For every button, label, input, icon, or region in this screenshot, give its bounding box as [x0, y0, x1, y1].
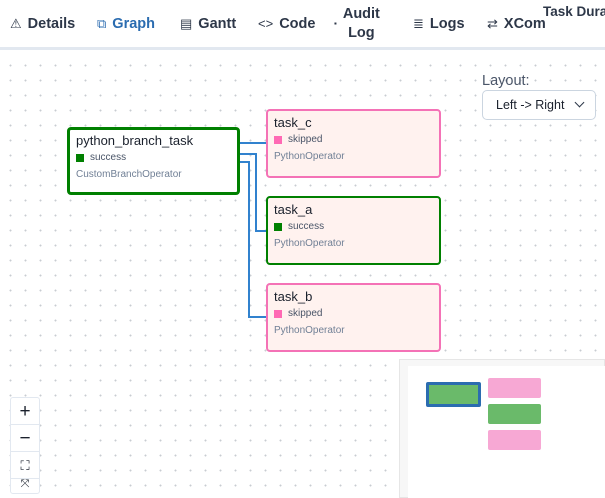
file-icon: ▪	[334, 18, 337, 28]
chevron-down-icon	[574, 97, 585, 108]
interactivity-toggle-button[interactable]: ⤧	[20, 479, 30, 490]
minimap-viewport	[408, 366, 605, 498]
tab-bar: ⚠ Details ⧉ Graph ▤ Gantt <> Code ▪ Audi…	[0, 0, 605, 50]
node-state: success	[274, 221, 433, 232]
edge-to-task-a	[240, 153, 266, 232]
tab-gantt-label: Gantt	[198, 15, 237, 32]
minimap-node-task-c	[488, 378, 541, 398]
code-icon: <>	[258, 16, 274, 31]
minimap[interactable]	[399, 359, 605, 498]
node-operator: PythonOperator	[274, 151, 345, 162]
tab-logs-label: Logs	[429, 15, 465, 32]
tab-audit-log-label: Audit Log	[342, 5, 380, 41]
tab-logs[interactable]: ≣ Logs	[413, 0, 465, 47]
node-state-label: skipped	[288, 134, 323, 145]
tab-code-label: Code	[279, 15, 316, 32]
tab-gantt[interactable]: ▤ Gantt	[180, 0, 236, 47]
node-name: task_b	[274, 289, 313, 304]
swap-icon: ⇄	[487, 16, 498, 31]
state-success-square	[274, 222, 282, 231]
node-task-a[interactable]: task_a success PythonOperator	[266, 196, 441, 265]
node-state-label: skipped	[288, 308, 323, 319]
node-name: task_a	[274, 202, 313, 217]
node-state: skipped	[274, 134, 433, 145]
state-skipped-square	[274, 135, 282, 144]
tab-xcom[interactable]: ⇄ XCom	[487, 0, 546, 47]
minimap-node-task-a	[488, 404, 541, 424]
tab-task-duration[interactable]: Task Dura	[543, 4, 605, 19]
tab-graph-label: Graph	[112, 15, 155, 32]
tab-xcom-label: XCom	[503, 15, 546, 32]
zoom-controls: + − ⛶ ⤧	[10, 397, 40, 494]
tab-code[interactable]: <> Code	[258, 0, 315, 47]
node-task-c[interactable]: task_c skipped PythonOperator	[266, 109, 441, 178]
minimap-node-task-b	[488, 430, 541, 450]
node-operator: CustomBranchOperator	[76, 169, 182, 180]
node-state: success	[76, 152, 231, 163]
minimap-node-python-branch-task	[426, 382, 481, 407]
layout-label: Layout:	[482, 73, 530, 89]
node-state-label: success	[288, 221, 325, 232]
node-name: task_c	[274, 115, 312, 130]
tab-graph[interactable]: ⧉ Graph	[97, 0, 155, 47]
state-skipped-square	[274, 309, 282, 318]
layout-select-value: Left -> Right	[496, 98, 565, 112]
node-operator: PythonOperator	[274, 238, 345, 249]
node-task-b[interactable]: task_b skipped PythonOperator	[266, 283, 441, 352]
gantt-icon: ▤	[180, 16, 193, 31]
tab-details-label: Details	[27, 15, 76, 32]
tab-details[interactable]: ⚠ Details	[10, 0, 75, 47]
zoom-in-button[interactable]: +	[11, 398, 39, 425]
fit-view-button[interactable]: ⛶	[11, 452, 39, 479]
node-operator: PythonOperator	[274, 325, 345, 336]
warning-icon: ⚠	[10, 16, 22, 31]
layout-select[interactable]: Left -> Right	[482, 90, 596, 120]
node-python-branch-task[interactable]: python_branch_task success CustomBranchO…	[67, 127, 240, 195]
node-state-label: success	[90, 152, 127, 163]
tab-audit-log[interactable]: ▪ Audit Log	[334, 0, 380, 47]
graph-icon: ⧉	[97, 16, 107, 31]
list-icon: ≣	[413, 16, 424, 31]
zoom-out-button[interactable]: −	[11, 425, 39, 452]
state-success-square	[76, 153, 84, 162]
node-name: python_branch_task	[76, 133, 194, 148]
node-state: skipped	[274, 308, 433, 319]
edge-to-task-b	[240, 161, 266, 318]
